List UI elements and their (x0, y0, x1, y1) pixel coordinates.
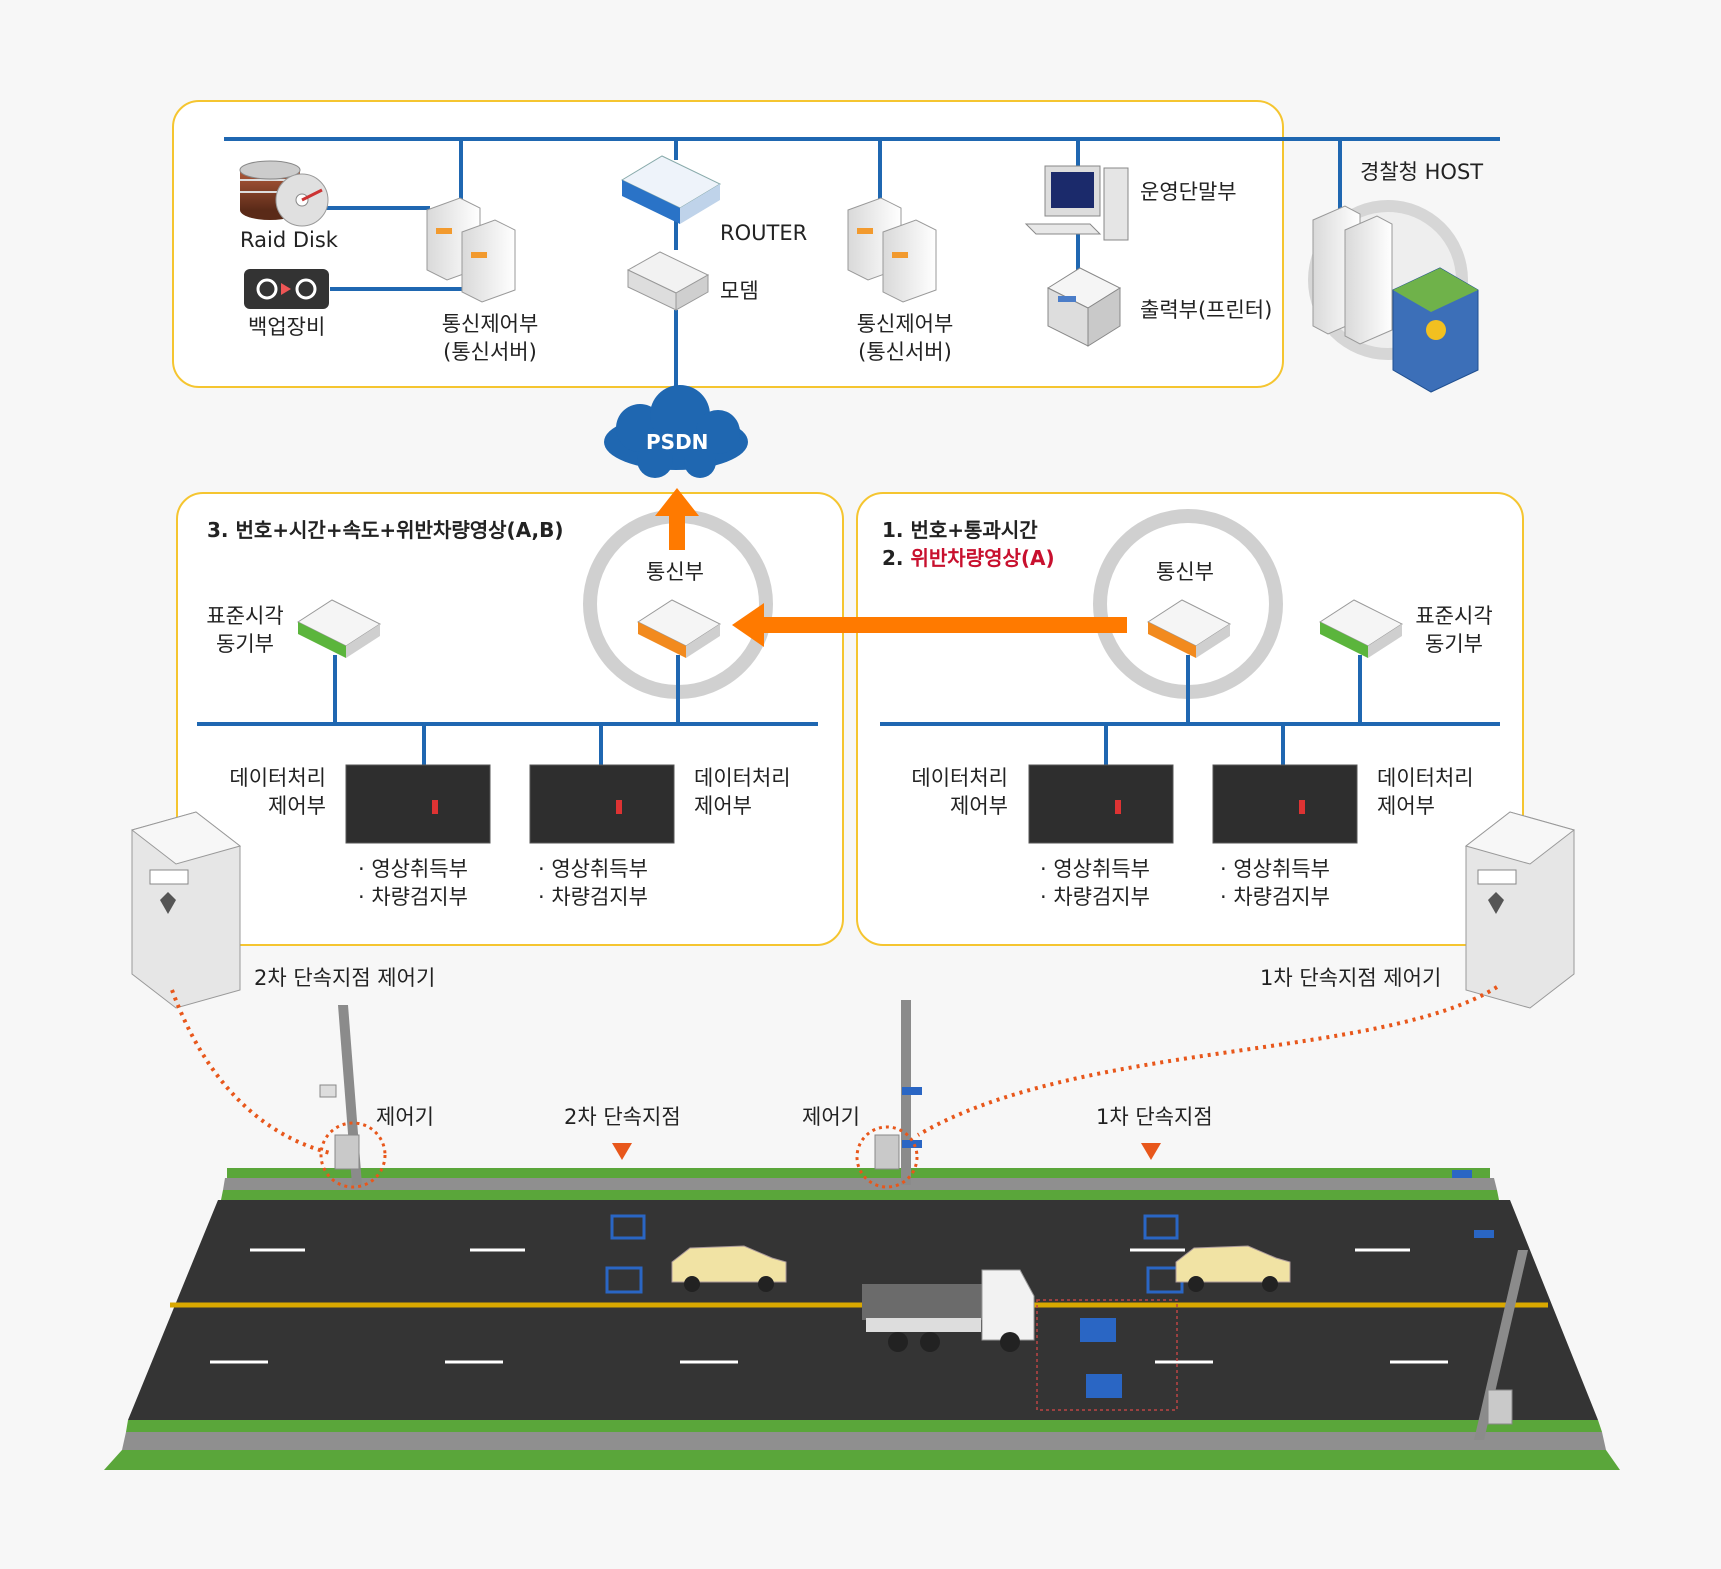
site1-dp-right-line2: 제어부 (1377, 794, 1435, 818)
point1-marker-icon (1141, 1143, 1161, 1160)
site1-time-sync-line1: 표준시각 (1415, 604, 1493, 628)
taxi-car-left (671, 1245, 787, 1292)
site1-rack-left (1028, 764, 1174, 844)
site1-comm-unit-icon (1146, 599, 1232, 658)
site2-comm-unit-label: 통신부 (646, 560, 704, 584)
site1-dp-left-line2: 제어부 (950, 794, 1008, 818)
site1-flow-1-label: 1. 번호+통과시간 (882, 518, 1038, 542)
site2-controller-cabinet-icon (130, 811, 242, 1009)
pole-mid (874, 1000, 922, 1185)
site2-comm-unit-icon (636, 599, 722, 658)
upload-arrow (655, 488, 699, 550)
raid-disk-label: Raid Disk (240, 228, 338, 252)
truck (862, 1269, 1035, 1352)
site2-dp-right-line1: 데이터처리 (694, 766, 791, 790)
backup-label: 백업장비 (248, 315, 326, 339)
site1-sub-right-line1: · 영상취득부 (1220, 857, 1330, 881)
site1-time-sync-line2: 동기부 (1425, 632, 1483, 656)
comm-server-icon-1 (426, 197, 516, 303)
site1-flow-2-number: 2. (882, 546, 904, 570)
site2-rack-left (345, 764, 491, 844)
comm-server-2-line1: 통신제어부 (856, 312, 954, 336)
transfer-arrow (732, 603, 1127, 647)
center-network-lines (224, 137, 1500, 408)
police-host-label: 경찰청 HOST (1360, 160, 1484, 184)
site1-dp-right-line1: 데이터처리 (1377, 766, 1474, 790)
router-icon (620, 155, 722, 224)
site2-time-sync-line1: 표준시각 (206, 604, 284, 628)
site2-controller-label: 2차 단속지점 제어기 (254, 966, 436, 990)
site-network-lines (197, 655, 1500, 765)
site1-dp-right-label: 데이터처리 제어부 (1377, 764, 1474, 820)
center-box (172, 100, 1284, 388)
site1-sub-left-line2: · 차량검지부 (1040, 885, 1150, 909)
site2-flow-label: 3. 번호+시간+속도+위반차량영상(A,B) (207, 518, 564, 542)
site2-box (176, 492, 844, 946)
site1-sub-left-line1: · 영상취득부 (1040, 857, 1150, 881)
site2-sub-left-label: · 영상취득부 · 차량검지부 (358, 855, 468, 911)
site1-dp-left-line1: 데이터처리 (911, 766, 1008, 790)
site2-sub-right-label: · 영상취득부 · 차량검지부 (538, 855, 648, 911)
road-controller-left-label: 제어기 (376, 1105, 434, 1129)
police-host-icon (1308, 200, 1479, 393)
rack-details (432, 800, 1305, 814)
printer-icon (1046, 267, 1122, 347)
site1-dp-left-label: 데이터처리 제어부 (882, 764, 1008, 820)
site2-dp-left-line1: 데이터처리 (229, 766, 326, 790)
site1-controller-label: 1차 단속지점 제어기 (1260, 966, 1442, 990)
site1-comm-unit-label: 통신부 (1156, 560, 1214, 584)
site2-time-sync-label: 표준시각 동기부 (195, 602, 295, 658)
site1-dotted-link (916, 985, 1499, 1137)
modem-label: 모뎀 (720, 279, 759, 303)
road-point1-label: 1차 단속지점 (1096, 1105, 1213, 1129)
site1-sub-right-line2: · 차량검지부 (1220, 885, 1330, 909)
site1-rack-right (1212, 764, 1358, 844)
site2-time-sync-line2: 동기부 (216, 632, 274, 656)
site2-rack-right (529, 764, 675, 844)
taxi-car-right (1175, 1245, 1291, 1292)
comm-server-2-line2: (통신서버) (858, 340, 952, 364)
site1-flow-2-label: 2. 위반차량영상(A) (882, 544, 1055, 572)
comm-server-icon-2 (847, 197, 937, 303)
comm-server-1-line2: (통신서버) (443, 340, 537, 364)
comm-server-1-line1: 통신제어부 (441, 312, 539, 336)
printer-label: 출력부(프린터) (1140, 298, 1273, 322)
road-controller-mid-label: 제어기 (802, 1105, 860, 1129)
point2-marker-icon (612, 1143, 632, 1160)
backup-device-icon (244, 269, 329, 309)
site1-sub-left-label: · 영상취득부 · 차량검지부 (1040, 855, 1150, 911)
site2-dp-left-label: 데이터처리 제어부 (200, 764, 326, 820)
road-point2-label: 2차 단속지점 (564, 1105, 681, 1129)
psdn-cloud-icon (604, 385, 748, 478)
site1-controller-cabinet-icon (1464, 811, 1576, 1009)
site2-dp-right-line2: 제어부 (694, 794, 752, 818)
comm-server-2-label: 통신제어부 (통신서버) (830, 310, 980, 366)
site2-sub-right-line2: · 차량검지부 (538, 885, 648, 909)
site2-dotted-link (170, 989, 331, 1155)
raid-disk-icon (239, 160, 329, 227)
site2-sub-right-line1: · 영상취득부 (538, 857, 648, 881)
site2-dp-right-label: 데이터처리 제어부 (694, 764, 791, 820)
terminal-label: 운영단말부 (1140, 180, 1237, 204)
site2-time-sync-icon (296, 599, 382, 658)
psdn-label: PSDN (646, 430, 709, 454)
site2-dp-left-line2: 제어부 (268, 794, 326, 818)
controller-highlight-mid (855, 1125, 919, 1189)
site1-time-sync-label: 표준시각 동기부 (1404, 602, 1504, 658)
pole-right (1452, 1170, 1528, 1440)
site2-sub-left-line1: · 영상취득부 (358, 857, 468, 881)
controller-highlight-left (319, 1121, 387, 1189)
modem-icon (626, 251, 710, 311)
comm-server-1-label: 통신제어부 (통신서버) (415, 310, 565, 366)
router-label: ROUTER (720, 221, 808, 245)
terminal-pc-icon (1024, 165, 1129, 241)
site2-sub-left-line2: · 차량검지부 (358, 885, 468, 909)
site1-time-sync-icon (1318, 599, 1404, 658)
pole-left (319, 1005, 362, 1185)
site1-sub-right-label: · 영상취득부 · 차량검지부 (1220, 855, 1330, 911)
site1-flow-2-text: 위반차량영상(A) (910, 546, 1055, 570)
